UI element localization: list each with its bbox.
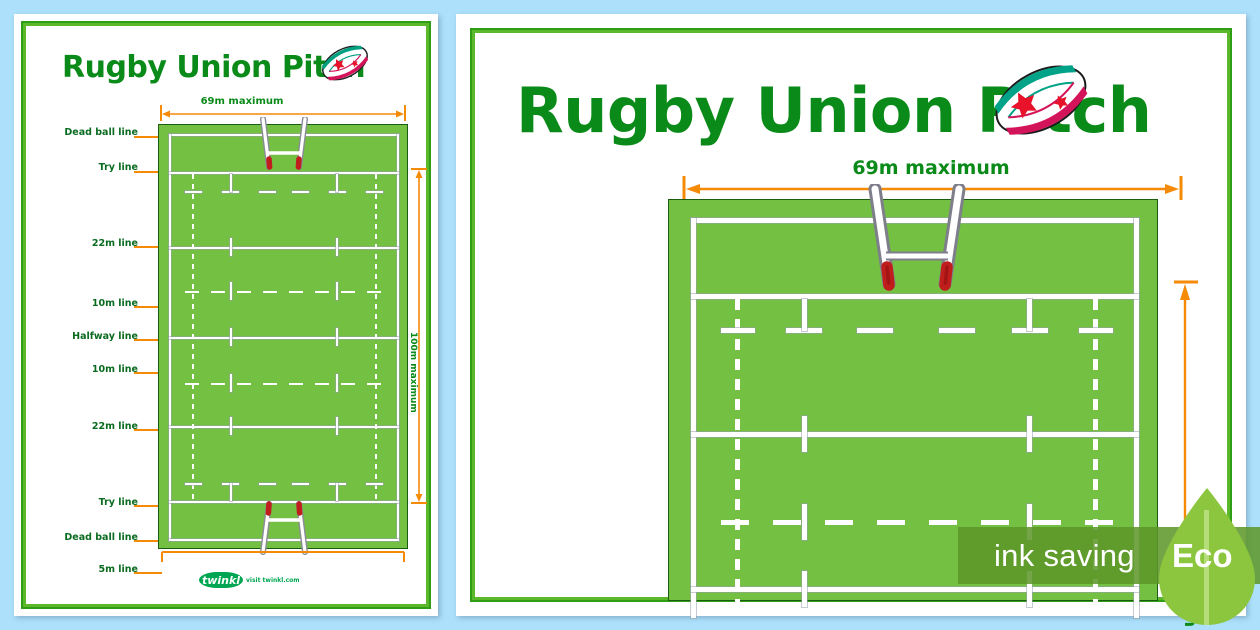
line-22m: [691, 432, 1139, 437]
thumbnail-label: Dead ball line: [64, 532, 138, 543]
thumbnail-height-dimension-label: 100m maximum: [408, 332, 418, 413]
thumbnail-label: 22m line: [91, 421, 138, 432]
goal-post-bottom: [260, 501, 308, 555]
try-line-bottom: [169, 501, 399, 503]
thumbnail-label: 5m line: [98, 564, 138, 575]
twinkl-footer[interactable]: twinkl visit twinkl.com: [199, 572, 300, 588]
poster-width-dimension-label: 69m maximum: [852, 157, 1010, 179]
leader-line: [134, 429, 158, 431]
goal-post-top: [868, 184, 966, 291]
rugby-ball-icon: [321, 45, 369, 81]
poster-width-arrow: [682, 176, 1183, 200]
leader-line: [134, 171, 158, 173]
line-10m-bottom: [185, 383, 383, 385]
leader-line: [134, 540, 158, 542]
thumbnail-title: Rugby Union Pitch: [62, 50, 366, 85]
thumbnail-label: Try line: [98, 162, 138, 173]
thumbnail-green-frame: [21, 21, 431, 609]
goal-post-top: [260, 117, 308, 170]
poster-card[interactable]: Rugby Union Pitch 69m maximum: [456, 14, 1246, 630]
leader-line: [134, 246, 158, 248]
halfway-line: [691, 587, 1139, 592]
thumbnail-pitch: [158, 117, 408, 555]
leader-line: [134, 339, 158, 341]
line-22m-top: [169, 247, 399, 249]
dashed-5m-left: [192, 174, 194, 501]
thumbnail-label: Halfway line: [72, 331, 138, 342]
ink-saving-label: ink saving: [994, 537, 1135, 573]
thumbnail-width-arrow: [160, 105, 406, 121]
thumbnail-label: Try line: [98, 497, 138, 508]
eco-label: Eco: [1172, 537, 1233, 574]
halfway-line: [169, 337, 399, 339]
thumbnail-label: 22m line: [91, 238, 138, 249]
line-10m: [721, 520, 1113, 525]
thumbnail-5m-bracket: [161, 551, 405, 562]
thumbnail-label: 10m line: [91, 298, 138, 309]
leader-line: [134, 306, 158, 308]
thumbnail-card[interactable]: Rugby Union Pitch 69m maximum: [14, 14, 438, 616]
thumbnail-label: 10m line: [91, 364, 138, 375]
twinkl-url[interactable]: visit twinkl.com: [246, 576, 300, 584]
try-line-top: [169, 172, 399, 174]
leader-line: [134, 136, 158, 138]
try-line-top: [691, 294, 1139, 299]
dashed-5m-left: [735, 299, 740, 602]
dashed-5m-right: [375, 174, 377, 501]
line-22m-bottom: [169, 426, 399, 428]
dashed-5m-right: [1093, 299, 1098, 602]
rugby-ball-icon: [994, 65, 1088, 135]
thumbnail-label: Dead ball line: [64, 127, 138, 138]
leader-line: [134, 505, 158, 507]
thumbnail-width-dimension-label: 69m maximum: [200, 96, 284, 107]
leader-line: [134, 572, 162, 574]
thumbnail-height-arrow: [411, 168, 427, 504]
leader-line: [134, 372, 158, 374]
line-10m-top: [185, 291, 383, 293]
twinkl-logo[interactable]: twinkl: [199, 572, 243, 588]
